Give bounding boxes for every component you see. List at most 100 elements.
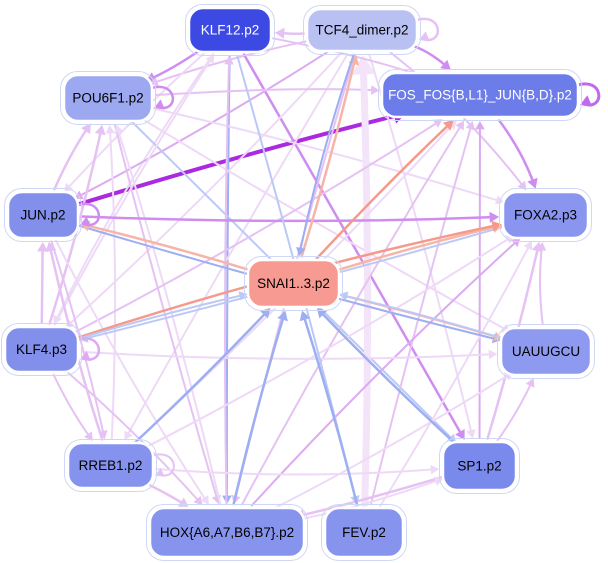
node-box [246, 258, 341, 309]
node-klf12[interactable]: KLF12.p2 [185, 4, 275, 56]
self-loop-jun-arrowhead [80, 216, 91, 227]
edge-snai-fos [314, 123, 451, 261]
node-tcf4[interactable]: TCF4_dimer.p2 [303, 5, 421, 55]
edge-hox-foxa2 [250, 240, 518, 507]
node-fos[interactable]: FOS_FOS{B,L1}_JUN{B,D}.p2 [378, 69, 582, 121]
node-outline [497, 324, 595, 379]
edge-tcf4-rreb1-arrowhead [124, 430, 133, 441]
edge-klf4-klf12 [53, 57, 213, 326]
edge-klf12-sp1 [242, 53, 463, 436]
edge-hox-sp1-arrowhead [433, 476, 444, 486]
node-snai[interactable]: SNAI1..3.p2 [244, 256, 343, 311]
edge-tcf4-fos [408, 43, 448, 68]
node-rreb1[interactable]: RREB1.p2 [64, 439, 157, 492]
edge-sp1-fos-arrowhead [475, 121, 485, 130]
edge-hox-klf12 [223, 60, 231, 506]
edge-uauugcu-foxa2 [538, 246, 544, 326]
node-label: UAUUGCU [512, 344, 580, 359]
node-outline [146, 504, 308, 561]
node-foxa2[interactable]: FOXA2.p3 [499, 188, 592, 242]
edge-klf4-snai [77, 294, 244, 340]
edge-klf12-pou6f1 [149, 48, 203, 80]
node-box [62, 73, 154, 123]
self-loop-rreb1 [149, 453, 175, 477]
edge-sp1-hox [299, 475, 444, 517]
edge-snai-tcf4 [300, 59, 356, 258]
edge-snai-foxa2 [335, 225, 498, 272]
self-loop-fos-arrowhead [580, 95, 593, 107]
node-outline [60, 71, 156, 125]
edge-klf4-uauugcu [80, 350, 493, 360]
node-label: POU6F1.p2 [72, 91, 143, 106]
node-jun[interactable]: JUN.p2 [4, 188, 82, 242]
edge-tcf4-klf12-arrowhead [274, 27, 285, 39]
edge-tcf4-pou6f1 [153, 39, 310, 84]
edge-uauugcu-snai [343, 294, 504, 340]
node-box [305, 7, 419, 53]
self-loop-rreb1-arrowhead [155, 467, 165, 477]
edge-fos-foxa2 [497, 119, 535, 185]
edge-jun-foxa2 [80, 215, 495, 223]
edge-uauugcu-foxa2-arrowhead [536, 241, 547, 251]
edge-klf4-uauugcu-arrowhead [488, 349, 498, 360]
node-outline [499, 188, 592, 242]
edge-jun-foxa2-arrowhead [489, 211, 500, 223]
edge-hox-pou6f1-arrowhead [114, 124, 124, 135]
node-box [3, 325, 80, 374]
node-outline [1, 323, 82, 376]
node-klf4[interactable]: KLF4.p3 [1, 323, 82, 376]
edge-tcf4-klf12 [279, 31, 305, 35]
node-box [441, 440, 518, 492]
node-label: JUN.p2 [20, 208, 65, 223]
self-loop-pou6f1-arrowhead [154, 99, 165, 110]
edge-jun-pou6f1 [53, 127, 89, 191]
node-label: SP1.p2 [457, 459, 501, 474]
node-hox[interactable]: HOX{A6,A7,B6,B7}.p2 [146, 504, 308, 561]
edge-rreb1-sp1-arrowhead [430, 464, 440, 475]
node-pou6f1[interactable]: POU6F1.p2 [60, 71, 156, 125]
node-label: TCF4_dimer.p2 [315, 23, 408, 38]
edge-fev-tcf4 [359, 64, 372, 508]
node-outline [64, 439, 157, 492]
edge-snai-jun [84, 224, 252, 272]
node-label: KLF4.p3 [16, 342, 67, 357]
node-outline [378, 69, 582, 121]
node-label: SNAI1..3.p2 [257, 276, 330, 291]
edge-snai-uauugcu [337, 293, 499, 339]
self-loop-tcf4-arrowhead [419, 31, 430, 42]
node-outline [4, 188, 82, 242]
node-label: FOXA2.p3 [514, 208, 577, 223]
edge-sp1-uauugcu-arrowhead [525, 378, 535, 388]
node-label: RREB1.p2 [79, 458, 143, 473]
edge-hox-pou6f1 [116, 128, 222, 506]
edge-rreb1-pou6f1-arrowhead [105, 124, 115, 134]
edge-sp1-snai [319, 310, 457, 445]
edge-klf4-rreb1 [52, 373, 91, 438]
node-outline [303, 5, 421, 55]
edge-hox-fos-arrowhead [455, 120, 465, 131]
edge-hox-klf12-arrowhead [224, 55, 234, 65]
edge-tcf4-klf4 [68, 52, 342, 326]
self-loop-klf4-arrowhead [80, 350, 91, 361]
edge-pou6f1-uauugcu [139, 116, 508, 331]
node-box [187, 6, 273, 54]
node-outline [439, 438, 520, 494]
edge-klf12-sp1-arrowhead [455, 428, 465, 440]
edge-jun-hox [54, 239, 207, 502]
edge-hox-fos [241, 124, 463, 506]
node-box [66, 441, 155, 490]
node-sp1[interactable]: SP1.p2 [439, 438, 520, 494]
node-uauugcu[interactable]: UAUUGCU [497, 324, 595, 379]
edge-rreb1-hox [144, 481, 185, 506]
edge-pou6f1-fos-arrowhead [370, 85, 380, 95]
edge-klf12-fos [271, 37, 414, 74]
edge-klf4-fos [72, 121, 439, 335]
node-fev[interactable]: FEV.p2 [321, 504, 407, 561]
node-box [323, 506, 405, 559]
edge-hox-uauugcu [271, 373, 510, 511]
node-box [501, 190, 590, 240]
node-box [6, 190, 80, 240]
edge-klf4-jun [40, 246, 44, 325]
